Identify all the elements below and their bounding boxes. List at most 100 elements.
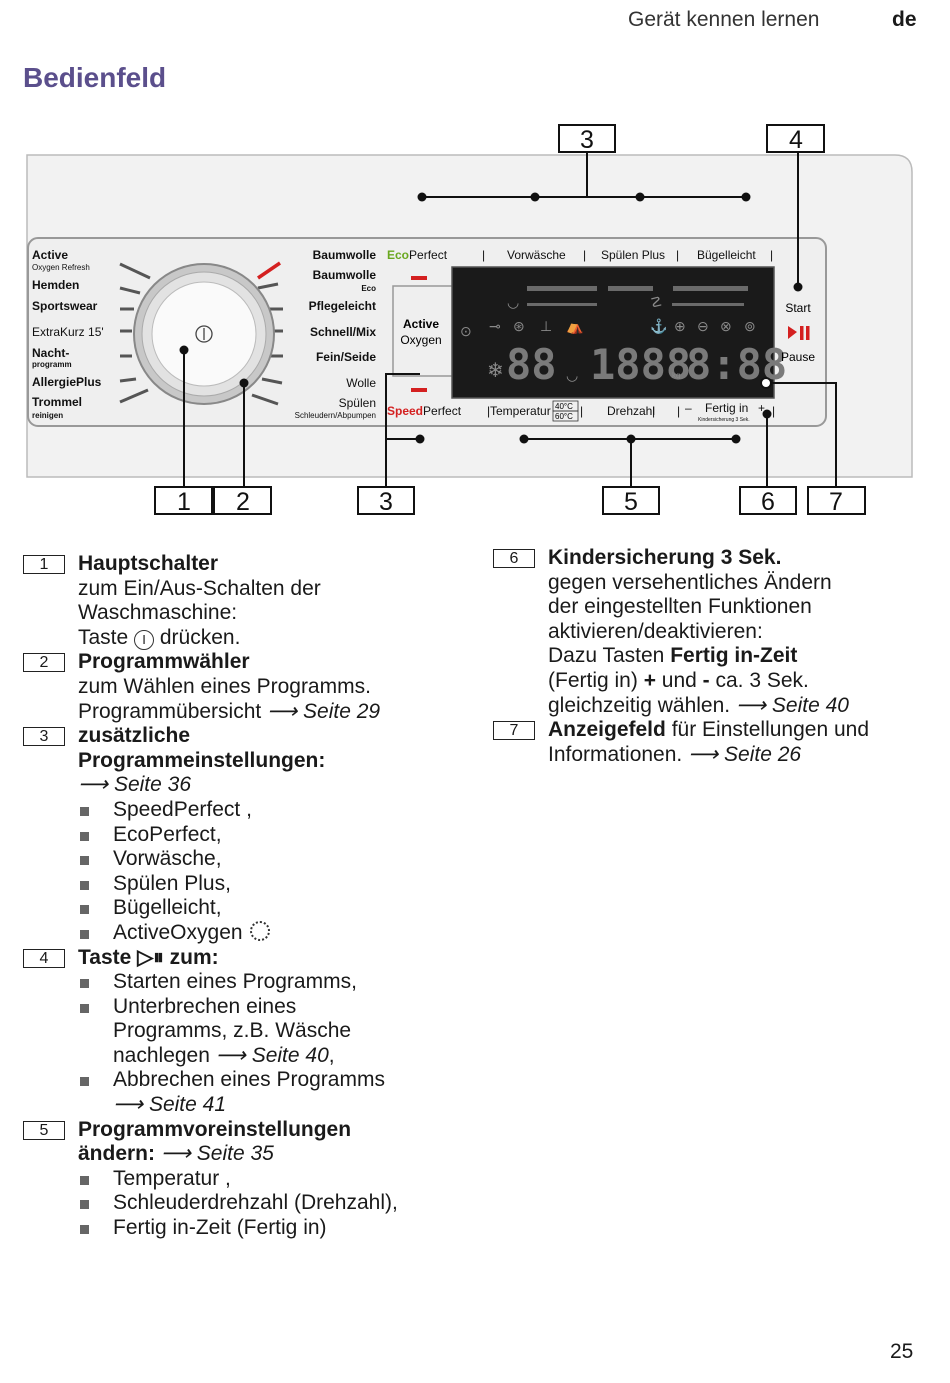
lcd-digits-1: 88 — [506, 340, 557, 389]
prog-programm: programm — [32, 360, 72, 369]
svg-text:|: | — [770, 248, 773, 262]
prog-fein: Fein/Seide — [316, 350, 376, 364]
active-oxygen-label1: Active — [403, 317, 439, 331]
item-text: gegen versehentliches Ändern — [548, 570, 832, 594]
svg-text:⊙: ⊙ — [460, 323, 472, 339]
item-number: 5 — [23, 1120, 65, 1140]
active-oxygen-icon — [250, 920, 271, 941]
btn-temperatur: Temperatur — [490, 404, 551, 418]
start-pause-icon: ▷⏸ — [137, 945, 164, 969]
item-title: Programmeinstellungen: — [78, 748, 326, 772]
start-label: Start — [785, 301, 811, 315]
left-column: 1 Hauptschalter zum Ein/Aus-Schalten der… — [23, 552, 463, 1241]
prog-allergieplus: AllergiePlus — [32, 375, 102, 389]
svg-text:–: – — [685, 401, 692, 415]
list-item: Abbrechen eines Programms⟶ Seite 41 — [78, 1068, 463, 1117]
page-number: 25 — [890, 1340, 914, 1363]
svg-text:❄: ❄ — [487, 360, 504, 382]
svg-text:|: | — [676, 248, 679, 262]
item-text: Taste I drücken. — [78, 625, 241, 650]
prog-eco: Eco — [361, 284, 376, 293]
page-ref[interactable]: ⟶ Seite 35 — [160, 1142, 274, 1166]
item-title: Programmwähler — [78, 650, 250, 674]
svg-text:+: + — [758, 401, 765, 415]
btn-fertig-in: Fertig in — [705, 401, 748, 415]
prog-reinigen: reinigen — [32, 411, 63, 420]
svg-text:⊚: ⊚ — [744, 318, 756, 334]
list-item: Spülen Plus, — [78, 872, 463, 897]
item-number: 4 — [23, 948, 65, 968]
callout-4: 4 — [789, 126, 803, 154]
header-title: Gerät kennen lernen — [628, 8, 820, 31]
prog-oxygen-refresh: Oxygen Refresh — [32, 263, 90, 272]
item-7: 7 Anzeigefeld für Einstellungen und Info… — [493, 718, 933, 767]
plus-icon: + — [643, 668, 656, 692]
item-3: 3 zusätzliche Programmeinstellungen: ⟶ S… — [23, 724, 463, 945]
page-ref[interactable]: ⟶ Seite 36 — [78, 773, 191, 797]
svg-text:⊗: ⊗ — [720, 318, 732, 334]
page-ref[interactable]: ⟶ Seite 40 — [215, 1043, 329, 1067]
svg-text:⊖: ⊖ — [697, 318, 709, 334]
prog-nacht: Nacht- — [32, 346, 69, 360]
prog-extrakurz: ExtraKurz 15' — [32, 325, 104, 339]
prog-spuelen: Spülen — [339, 396, 376, 410]
svg-text:|: | — [772, 404, 775, 418]
item-text: der eingestellten Funktionen — [548, 595, 812, 619]
prog-pflegeleicht: Pflegeleicht — [309, 299, 376, 313]
item-text: Dazu Tasten Fertig in-Zeit — [548, 644, 798, 668]
page-ref[interactable]: ⟶ Seite 26 — [688, 742, 802, 766]
power-icon: I — [134, 629, 155, 650]
btn-speedperfect: SpeedPerfect — [387, 404, 462, 418]
svg-text:◡: ◡ — [566, 367, 578, 383]
list-item: Temperatur , — [78, 1167, 463, 1192]
item-text: Informationen. ⟶ Seite 26 — [548, 742, 802, 766]
prog-baumwolle: Baumwolle — [313, 248, 377, 262]
right-column: 6 Kindersicherung 3 Sek. gegen versehent… — [493, 546, 933, 767]
btn-spuelen-plus: Spülen Plus — [601, 248, 665, 262]
item-title: zusätzliche — [78, 724, 191, 748]
callout-1: 1 — [177, 488, 191, 516]
item-title: Taste ▷⏸ zum: — [78, 945, 219, 969]
svg-text:|: | — [482, 248, 485, 262]
list-item: SpeedPerfect , — [78, 798, 463, 823]
callout-6: 6 — [761, 488, 775, 516]
minus-icon: - — [702, 668, 710, 692]
temp-40: 40°C — [555, 402, 573, 411]
lcd-digits-3: 8:88 — [686, 340, 787, 389]
item-title: Programmvoreinstellungen — [78, 1117, 352, 1141]
item-title: Kindersicherung 3 Sek. — [548, 546, 782, 569]
item-number: 3 — [23, 727, 65, 747]
item-title: ändern: ⟶ Seite 35 — [78, 1142, 274, 1166]
item-number: 2 — [23, 653, 65, 673]
item-4: 4 Taste ▷⏸ zum: Starten eines Programms,… — [23, 946, 463, 1118]
item-text: zum Ein/Aus-Schalten der — [78, 576, 321, 600]
lcd-digits-2: 1888 — [590, 340, 691, 389]
btn-buegelleicht: Bügelleicht — [697, 248, 756, 262]
svg-text:◡: ◡ — [507, 294, 519, 310]
page-ref[interactable]: ⟶ Seite 29 — [267, 699, 381, 723]
bullet-list: Starten eines Programms, Unterbrechen ei… — [78, 970, 463, 1118]
prog-baumwolle-eco: Baumwolle — [313, 268, 377, 282]
list-item: Starten eines Programms, — [78, 970, 463, 995]
prog-sportswear: Sportswear — [32, 299, 98, 313]
prog-wolle: Wolle — [346, 376, 376, 390]
item-title: Anzeigefeld für Einstellungen und — [548, 718, 869, 742]
item-number: 1 — [23, 555, 65, 574]
item-5: 5 Programmvoreinstellungen ändern: ⟶ Sei… — [23, 1118, 463, 1241]
svg-text:|: | — [652, 404, 655, 418]
start-pause-icon — [788, 326, 797, 339]
prog-schnell: Schnell/Mix — [310, 325, 376, 339]
bullet-list: Temperatur , Schleuderdrehzahl (Drehzahl… — [78, 1167, 463, 1241]
list-item: Vorwäsche, — [78, 847, 463, 872]
temp-60: 60°C — [555, 412, 573, 421]
header-lang: de — [892, 8, 917, 31]
power-icon — [195, 325, 213, 343]
page-ref[interactable]: ⟶ Seite 40 — [735, 693, 849, 717]
section-title: Bedienfeld — [23, 62, 167, 93]
list-item: Schleuderdrehzahl (Drehzahl), — [78, 1191, 463, 1216]
svg-text:⊥: ⊥ — [540, 318, 552, 334]
lcd-kg: kg — [672, 371, 680, 380]
item-2: 2 Programmwähler zum Wählen eines Progra… — [23, 650, 463, 724]
page-ref[interactable]: ⟶ Seite 41 — [113, 1093, 226, 1117]
control-panel-figure: Active Oxygen Refresh Hemden Sportswear … — [26, 124, 913, 516]
